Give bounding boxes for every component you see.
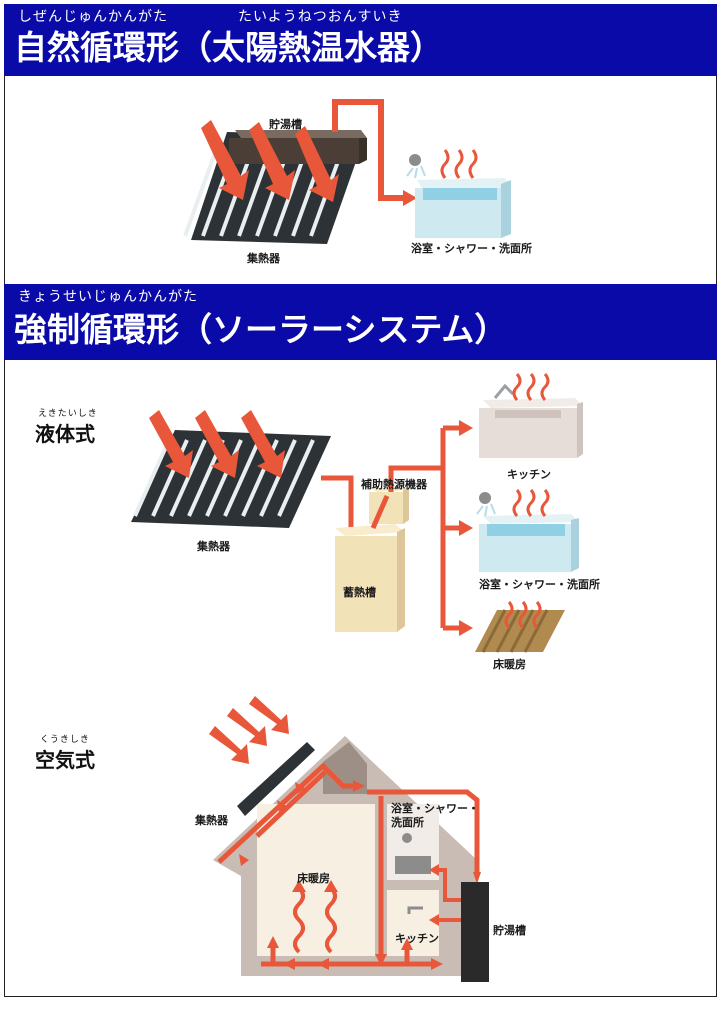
tank-supply-arrows [437, 868, 461, 922]
tank-supply-arrowheads [429, 864, 439, 926]
storage-label: 蓄熱槽 [343, 586, 376, 599]
liquid-system-diagram [131, 373, 583, 653]
distribution-pipe [388, 420, 473, 636]
section1-title: 自然循環形（太陽熱温水器） [14, 28, 443, 67]
roof-collector [237, 742, 315, 816]
tank-label: 貯湯槽 [269, 118, 302, 131]
floor-heating-panel [475, 609, 565, 653]
storage-to-heater-pipe [370, 494, 390, 530]
faucet-icon [493, 383, 515, 399]
kitchen-room [387, 890, 439, 956]
air-bath-label-line1: 浴室・シャワー・ [391, 802, 479, 815]
kitchen-sink [479, 398, 583, 458]
section1-header: しぜんじゅんかんがた たいようねつおんすいき 自然循環形（太陽熱温水器） [4, 4, 717, 76]
steam-icon [512, 489, 550, 517]
natural-circulation-diagram [183, 99, 511, 244]
bathtub [479, 514, 579, 572]
storage-tank [335, 524, 405, 632]
air-flow-arrows [217, 762, 480, 967]
floor-heat-waves [293, 886, 337, 954]
hot-water-pipe [332, 99, 417, 206]
floor-heat-wave-arrowheads [292, 880, 338, 892]
steam-icon [512, 373, 550, 401]
section2-panel: えきたいしき 液体式 [4, 360, 717, 997]
liquid-collector-label: 集熱器 [197, 540, 230, 553]
aux-heater-label: 補助熱源機器 [361, 478, 427, 491]
shower-head-icon [406, 154, 426, 179]
kitchen-label: キッチン [507, 468, 551, 481]
bathtub [415, 178, 511, 238]
floor-heating-label: 床暖房 [493, 658, 526, 671]
liquid-title: 液体式 [35, 422, 95, 446]
auxiliary-heater [369, 486, 409, 524]
steam-icon [504, 601, 542, 629]
air-flow-arrowheads [239, 780, 481, 970]
bathtub-icon [395, 833, 431, 874]
section2-header: きょうせいじゅんかんがた 強制循環形（ソーラーシステム） [4, 284, 717, 360]
living-room [257, 804, 375, 956]
section1-panel: 貯湯槽 集熱器 浴室・シャワー・洗面所 [4, 76, 717, 285]
hot-water-tank [461, 882, 489, 982]
section2-title: 強制循環形（ソーラーシステム） [14, 310, 508, 349]
liquid-bath-label: 浴室・シャワー・洗面所 [479, 578, 600, 591]
air-floor-label: 床暖房 [297, 872, 330, 885]
sunlight-arrows [201, 120, 339, 202]
shower-head-icon [476, 492, 496, 517]
bath-label: 浴室・シャワー・洗面所 [411, 242, 532, 255]
collector-label: 集熱器 [247, 252, 280, 265]
section2-ruby: きょうせいじゅんかんがた [18, 289, 198, 305]
steam-icon [440, 149, 478, 179]
air-bath-label-line2: 洗面所 [391, 816, 424, 829]
collector-to-storage-pipe [321, 475, 354, 528]
sunlight-arrows [149, 410, 285, 478]
liquid-ruby: えきたいしき [38, 409, 98, 419]
roof-attic [323, 742, 367, 794]
air-tank-label: 貯湯槽 [493, 924, 526, 937]
air-title: 空気式 [35, 748, 95, 772]
section1-ruby-left: しぜんじゅんかんがた [18, 9, 168, 25]
air-collector-label: 集熱器 [195, 814, 228, 827]
air-ruby: くうきしき [40, 735, 90, 745]
faucet-icon [407, 906, 423, 914]
section1-ruby-right: たいようねつおんすいき [238, 9, 403, 25]
air-system-diagram [209, 696, 489, 982]
air-kitchen-label: キッチン [395, 932, 439, 945]
sunlight-arrows [209, 696, 289, 764]
